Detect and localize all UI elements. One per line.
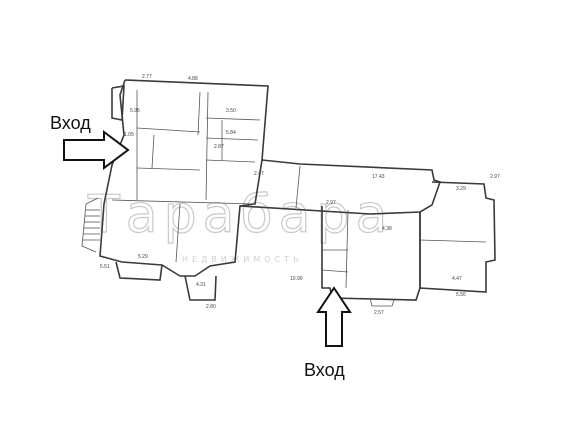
dim-label: 5.51 bbox=[100, 264, 110, 270]
dim-label: 4.47 bbox=[452, 276, 462, 282]
dim-label: 1.05 bbox=[124, 132, 134, 138]
stairs bbox=[81, 197, 100, 253]
dim-label: 5.84 bbox=[226, 130, 236, 136]
dim-label: 2.97 bbox=[490, 174, 500, 180]
dim-label: 2.47 bbox=[254, 171, 264, 177]
dim-label: 4.31 bbox=[196, 282, 206, 288]
dim-label: 10.90 bbox=[290, 276, 303, 282]
dim-label: 2.87 bbox=[214, 144, 224, 150]
entrance-label-left: Вход bbox=[50, 113, 91, 133]
dim-label: 2.77 bbox=[142, 74, 152, 80]
left-block bbox=[81, 79, 269, 301]
dim-label: 4.88 bbox=[188, 76, 198, 82]
dim-label: 2.57 bbox=[374, 310, 384, 316]
dim-label: 5.95 bbox=[130, 108, 140, 114]
dim-label: 3.50 bbox=[226, 108, 236, 114]
dim-label: 2.97 bbox=[326, 200, 336, 206]
watermark-subtitle: НЕДВИЖИМОСТЬ bbox=[182, 255, 303, 264]
dim-label: 4.38 bbox=[382, 226, 392, 232]
dim-label: 5.56 bbox=[456, 292, 466, 298]
dim-label: 5.29 bbox=[138, 254, 148, 260]
entrance-arrow-bottom bbox=[316, 286, 352, 347]
dimension-labels: 2.77 4.88 5.95 1.05 3.50 5.84 2.87 2.47 … bbox=[100, 74, 500, 316]
dim-label: 17.43 bbox=[372, 174, 385, 180]
dim-label: 2.80 bbox=[206, 304, 216, 310]
entrance-arrow-left bbox=[63, 130, 130, 170]
dim-label: 3.29 bbox=[456, 186, 466, 192]
entrance-label-bottom: Вход bbox=[304, 360, 345, 380]
right-block bbox=[419, 181, 496, 293]
